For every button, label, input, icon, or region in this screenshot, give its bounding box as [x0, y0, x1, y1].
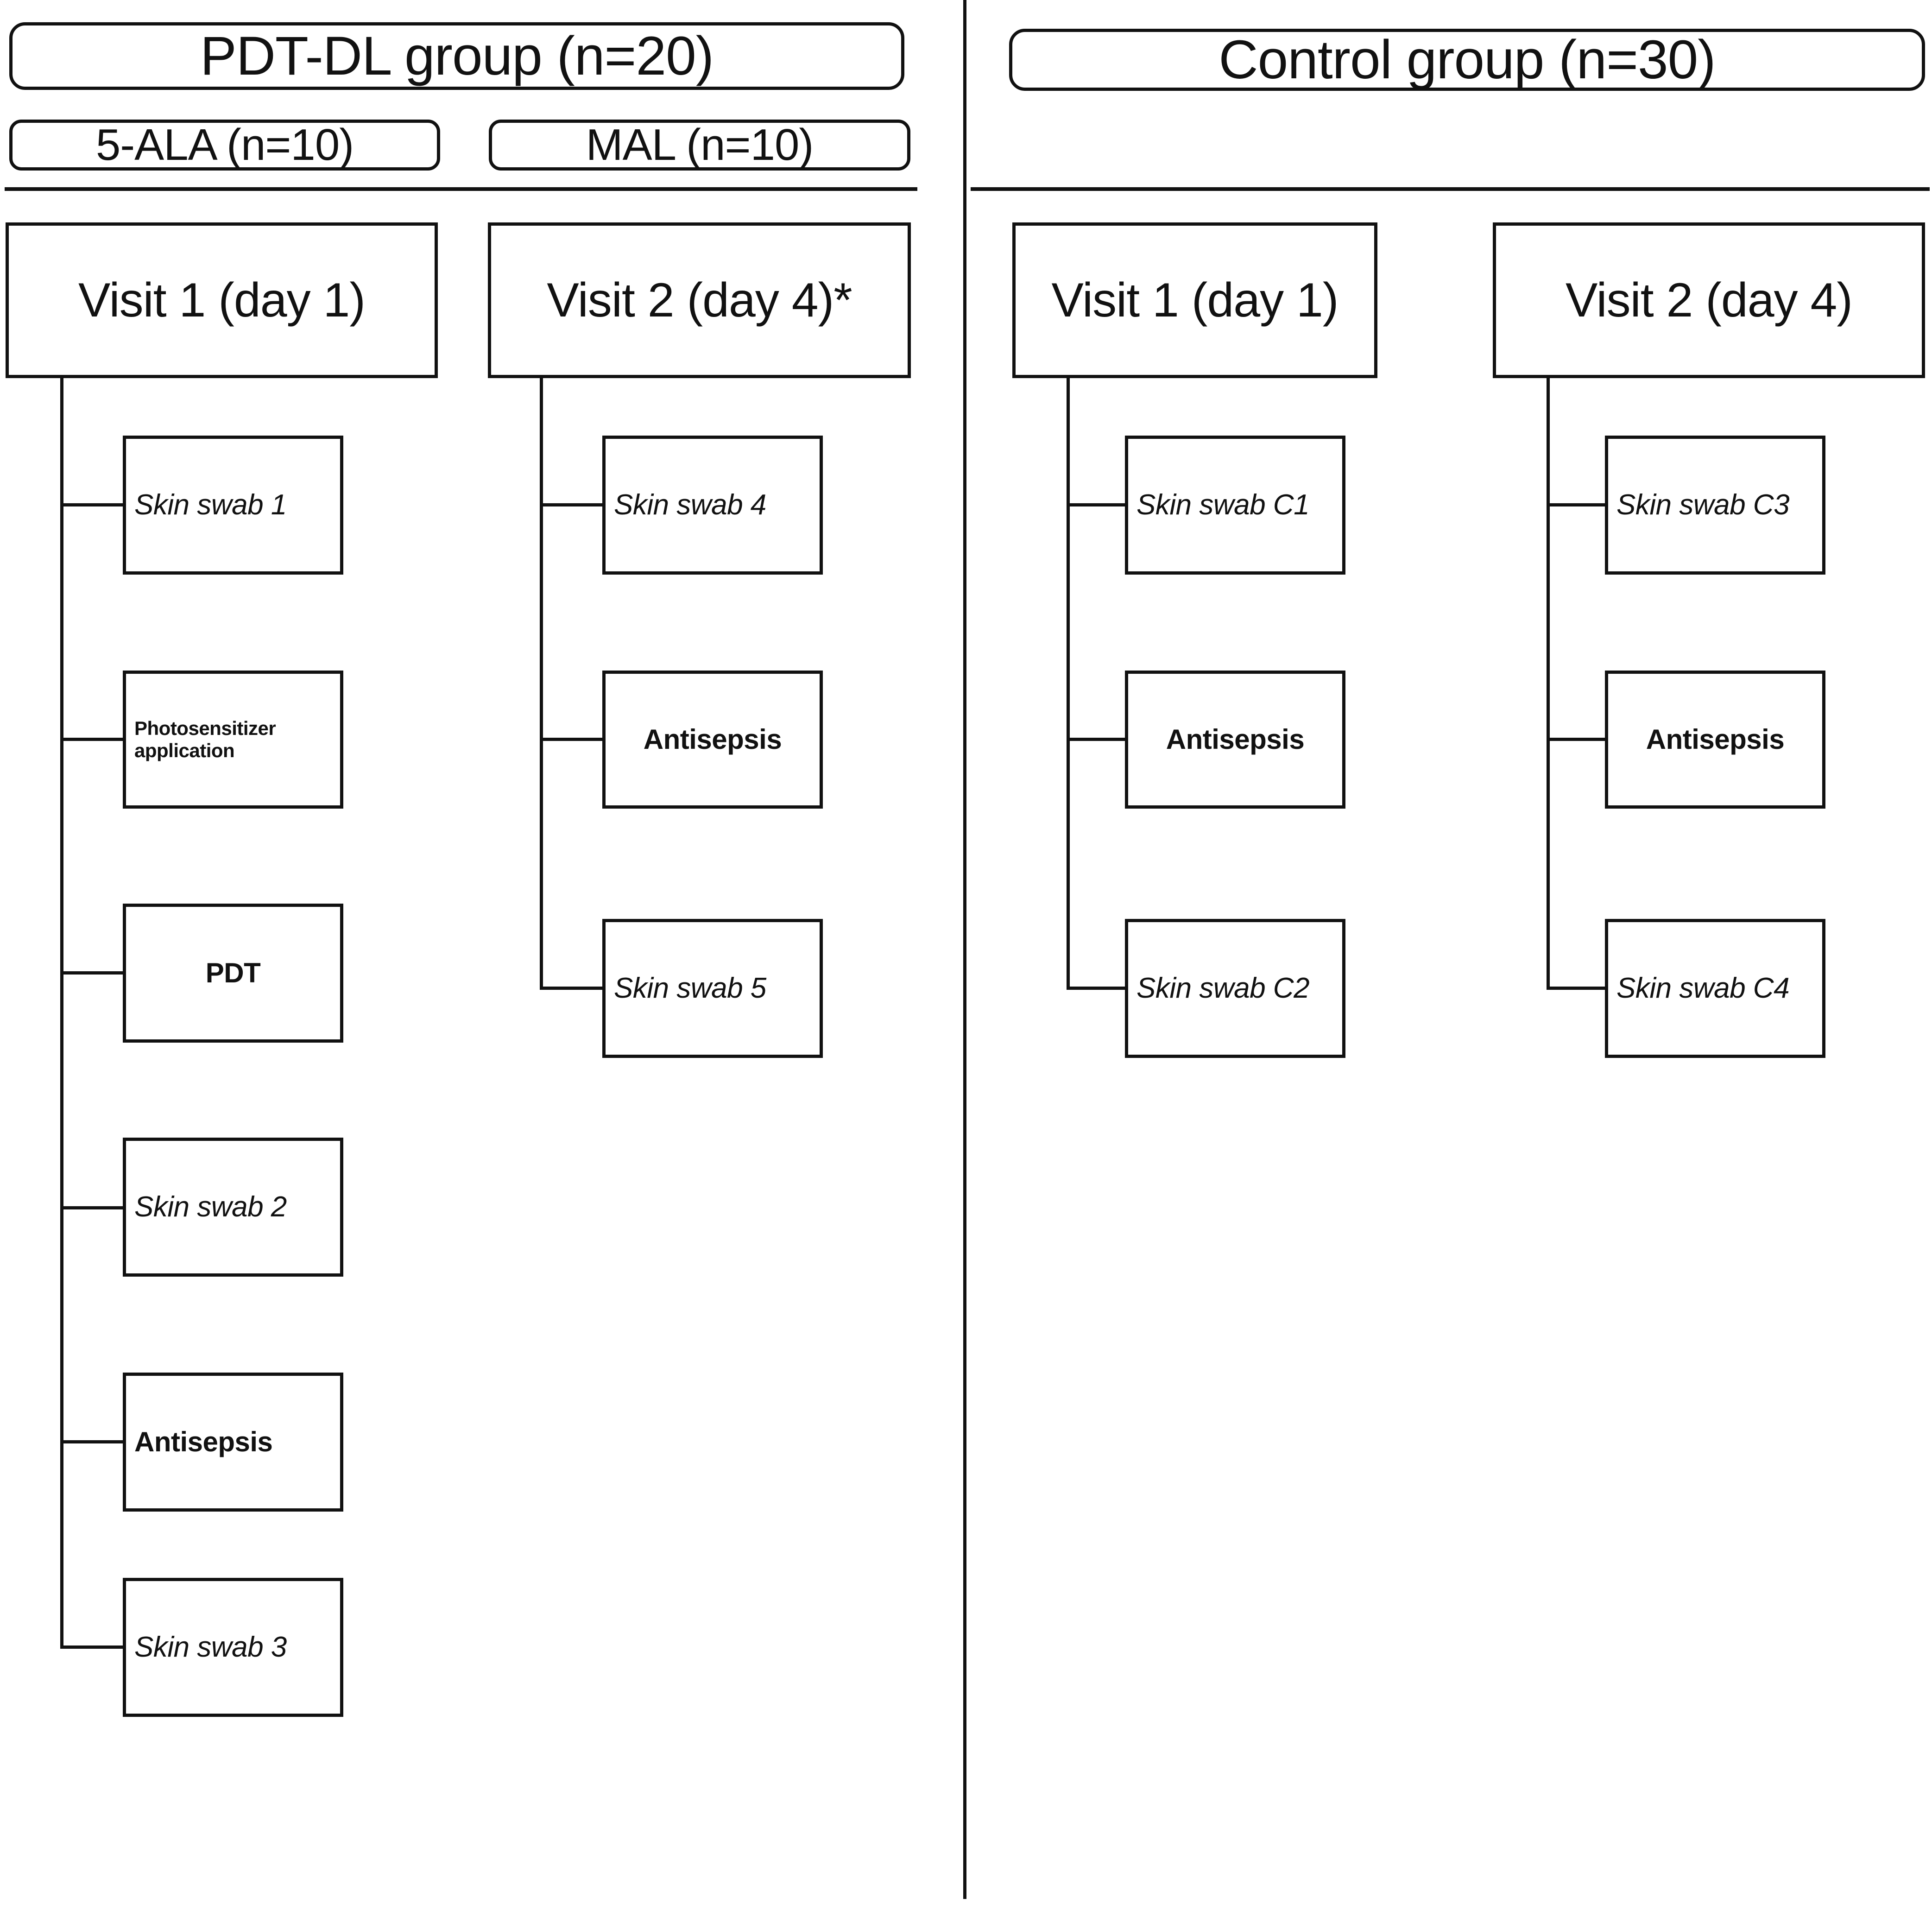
connector-branch-skin-swab-c2 — [1067, 987, 1128, 990]
visit-box-control-visit-2-label: Visit 2 (day 4) — [1566, 273, 1853, 327]
step-box-skin-swab-c3-label: Skin swab C3 — [1616, 489, 1790, 521]
step-box-skin-swab-c3: Skin swab C3 — [1605, 436, 1825, 575]
step-box-skin-swab-4: Skin swab 4 — [602, 436, 823, 575]
connector-trunk-pdt-visit-2 — [540, 378, 543, 990]
step-box-skin-swab-c1: Skin swab C1 — [1125, 436, 1345, 575]
connector-branch-pdt — [60, 971, 126, 975]
step-box-photosensitizer-application: Photosensitizer application — [123, 671, 343, 809]
connector-branch-antisepsis-c2 — [1547, 738, 1608, 741]
step-box-skin-swab-c2-label: Skin swab C2 — [1136, 972, 1310, 1005]
step-box-antisepsis-1: Antisepsis — [123, 1373, 343, 1512]
step-box-skin-swab-5-label: Skin swab 5 — [614, 972, 766, 1005]
connector-branch-skin-swab-4 — [540, 503, 606, 506]
subheader-5-ala: 5-ALA (n=10) — [9, 120, 440, 171]
connector-branch-photosensitizer-application — [60, 738, 126, 741]
subheader-mal: MAL (n=10) — [489, 120, 910, 171]
group-header-pdt-dl-label: PDT-DL group (n=20) — [200, 25, 714, 87]
connector-branch-antisepsis-c1 — [1067, 738, 1128, 741]
divider-rule-pdt-dl — [5, 187, 917, 191]
visit-box-control-visit-1: Visit 1 (day 1) — [1012, 222, 1377, 378]
group-separator-line — [963, 0, 966, 1899]
connector-branch-skin-swab-c4 — [1547, 987, 1608, 990]
step-box-antisepsis-c1: Antisepsis — [1125, 671, 1345, 809]
step-box-skin-swab-2-label: Skin swab 2 — [134, 1191, 287, 1223]
connector-branch-skin-swab-1 — [60, 503, 126, 506]
step-box-skin-swab-c1-label: Skin swab C1 — [1136, 489, 1310, 521]
visit-box-control-visit-1-label: Visit 1 (day 1) — [1051, 273, 1339, 327]
step-box-skin-swab-c2: Skin swab C2 — [1125, 919, 1345, 1058]
connector-trunk-control-visit-1 — [1067, 378, 1070, 990]
connector-trunk-control-visit-2 — [1547, 378, 1550, 990]
connector-branch-skin-swab-5 — [540, 987, 606, 990]
step-box-antisepsis-c1-label: Antisepsis — [1166, 724, 1305, 755]
visit-box-pdt-visit-2: Visit 2 (day 4)* — [488, 222, 911, 378]
connector-branch-skin-swab-2 — [60, 1206, 126, 1209]
step-box-skin-swab-c4: Skin swab C4 — [1605, 919, 1825, 1058]
group-header-pdt-dl: PDT-DL group (n=20) — [9, 22, 904, 90]
connector-branch-antisepsis-2 — [540, 738, 606, 741]
step-box-skin-swab-3-label: Skin swab 3 — [134, 1631, 287, 1664]
step-box-antisepsis-c2-label: Antisepsis — [1646, 724, 1785, 755]
step-box-skin-swab-c4-label: Skin swab C4 — [1616, 972, 1790, 1005]
step-box-pdt: PDT — [123, 904, 343, 1043]
visit-box-pdt-visit-1-label: Visit 1 (day 1) — [78, 273, 366, 327]
visit-box-pdt-visit-2-label: Visit 2 (day 4)* — [547, 273, 852, 327]
step-box-skin-swab-1: Skin swab 1 — [123, 436, 343, 575]
connector-branch-skin-swab-3 — [60, 1646, 126, 1649]
group-header-control: Control group (n=30) — [1009, 29, 1925, 91]
step-box-pdt-label: PDT — [205, 957, 261, 989]
step-box-antisepsis-1-label: Antisepsis — [134, 1426, 273, 1458]
step-box-antisepsis-2-label: Antisepsis — [643, 724, 782, 755]
subheader-5-ala-label: 5-ALA (n=10) — [95, 120, 354, 170]
step-box-skin-swab-5: Skin swab 5 — [602, 919, 823, 1058]
step-box-skin-swab-3: Skin swab 3 — [123, 1578, 343, 1717]
step-box-skin-swab-4-label: Skin swab 4 — [614, 489, 766, 521]
group-header-control-label: Control group (n=30) — [1219, 29, 1716, 90]
connector-branch-skin-swab-c1 — [1067, 503, 1128, 506]
step-box-antisepsis-2: Antisepsis — [602, 671, 823, 809]
connector-trunk-pdt-visit-1 — [60, 378, 63, 1649]
connector-branch-antisepsis-1 — [60, 1440, 126, 1443]
visit-box-pdt-visit-1: Visit 1 (day 1) — [6, 222, 438, 378]
visit-box-control-visit-2: Visit 2 (day 4) — [1493, 222, 1925, 378]
step-box-skin-swab-2: Skin swab 2 — [123, 1138, 343, 1277]
connector-branch-skin-swab-c3 — [1547, 503, 1608, 506]
step-box-antisepsis-c2: Antisepsis — [1605, 671, 1825, 809]
step-box-skin-swab-1-label: Skin swab 1 — [134, 489, 287, 521]
subheader-mal-label: MAL (n=10) — [586, 120, 814, 170]
step-box-photosensitizer-application-label: Photosensitizer application — [134, 717, 276, 761]
divider-rule-control — [971, 187, 1930, 191]
